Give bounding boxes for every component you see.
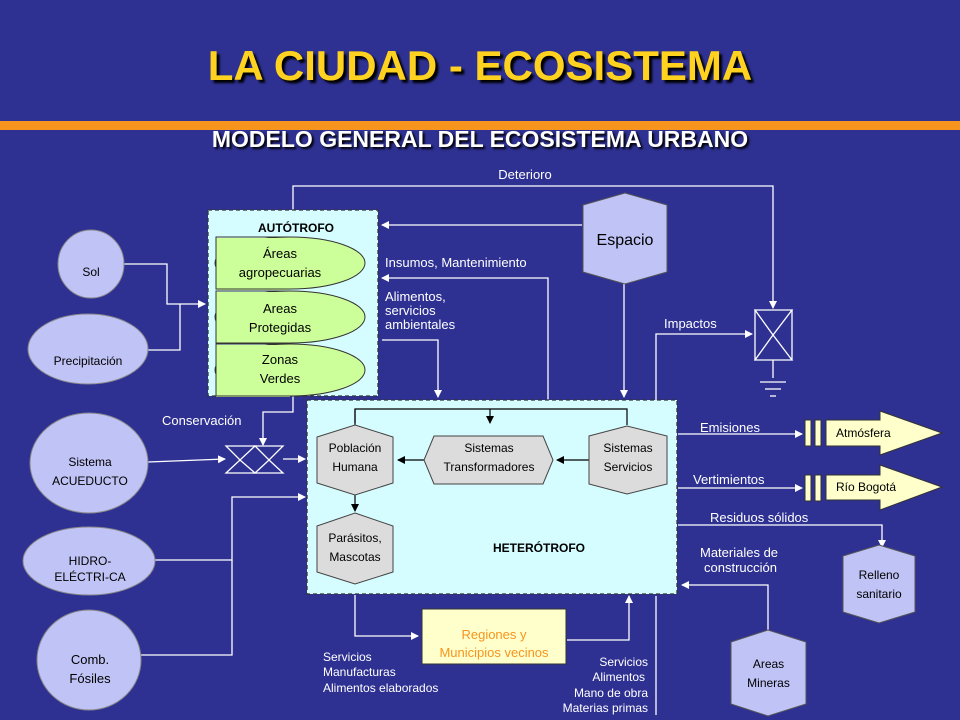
precipitacion-node [27, 313, 149, 385]
servicios-out-label-3: Alimentos elaborados [323, 681, 439, 695]
precipitacion-label: Precipitación [53, 354, 123, 368]
poblacion-node [316, 424, 394, 496]
comb-node [36, 609, 142, 711]
hidro-node [22, 526, 156, 596]
deterioro-line [292, 185, 777, 309]
servicios-in-label-4: Materias primas [562, 701, 648, 715]
page-title: LA CIUDAD - ECOSISTEMA [207, 42, 753, 89]
rio-label: Río Bogotá [836, 480, 897, 494]
mineras-label-2: Mineras [747, 676, 790, 690]
alimentos-arrow [382, 339, 442, 398]
sol-line [124, 263, 206, 308]
hidro-label-2: ELÉCTRI-CA [54, 570, 126, 584]
acueducto-label-1: Sistema [68, 455, 112, 469]
regiones-box [421, 608, 567, 665]
parasitos-label-1: Parásitos, [328, 531, 382, 545]
alimentos-label-2: servicios [385, 303, 436, 318]
protegidas-label-1: Areas [263, 301, 297, 316]
comb-line [140, 560, 233, 656]
protegidas-label-2: Protegidas [248, 320, 312, 335]
parasitos-node [316, 512, 394, 585]
servicios-label-1: Sistemas [603, 441, 653, 455]
transformadores-label-1: Sistemas [464, 441, 514, 455]
materiales-label-1: Materiales de [700, 545, 779, 560]
servicios-label-2: Servicios [603, 460, 653, 474]
transformadores-node [423, 435, 554, 485]
conservacion-arrow [259, 396, 294, 446]
servicios-node [588, 425, 668, 495]
acueducto-line [147, 455, 226, 464]
conservacion-label: Conservación [162, 413, 242, 428]
comb-label-1: Comb. [70, 652, 110, 667]
emisiones-label: Emisiones [700, 420, 760, 435]
insumos-label: Insumos, Mantenimiento [385, 255, 527, 270]
servicios-in-label-3: Mano de obra [573, 686, 648, 700]
materiales-arrow [681, 581, 769, 630]
sol-label: Sol [82, 265, 100, 279]
acueducto-valve [224, 445, 285, 474]
vertimientos-label: Vertimientos [693, 472, 765, 487]
espacio-label: Espacio [596, 232, 654, 249]
espacio-node [582, 192, 668, 285]
parasitos-label-2: Mascotas [329, 550, 381, 564]
hidro-line [155, 493, 306, 561]
impactos-arrow [655, 330, 753, 400]
acueducto-label-2: ACUEDUCTO [52, 474, 128, 488]
agropecuarias-label-2: agropecuarias [238, 265, 322, 280]
insumos-arrow [381, 274, 549, 400]
mineras-label-1: Areas [752, 657, 785, 671]
agropecuarias-label-1: Áreas [263, 246, 297, 261]
relleno-label-1: Relleno [858, 568, 900, 582]
verdes-label-1: Zonas [261, 352, 299, 367]
servicios-out-arrow [354, 595, 419, 640]
residuos-label: Residuos sólidos [710, 510, 809, 525]
autotrofo-title: AUTÓTROFO [258, 221, 334, 235]
impactos-valve [753, 309, 794, 397]
servicios-out-label-2: Manufacturas [323, 665, 396, 679]
regiones-label-1: Regiones y [461, 627, 527, 642]
heterotrofo-title: HETERÓTROFO [493, 541, 585, 555]
atmosfera-sink [804, 410, 944, 456]
poblacion-label-1: Población [328, 441, 382, 455]
impactos-label: Impactos [664, 316, 717, 331]
page-subtitle: MODELO GENERAL DEL ECOSISTEMA URBANO [211, 126, 749, 152]
transformadores-label-2: Transformadores [443, 460, 535, 474]
accent-bar [0, 121, 960, 130]
hidro-label-1: HIDRO- [68, 554, 112, 568]
verdes-label-2: Verdes [259, 371, 301, 386]
relleno-label-2: sanitario [856, 587, 902, 601]
alimentos-label-3: ambientales [385, 317, 456, 332]
servicios-in-label-2: Alimentos [592, 670, 645, 684]
servicios-in-arrow [567, 595, 633, 641]
sol-node [57, 229, 125, 299]
alimentos-label-1: Alimentos, [385, 289, 446, 304]
servicios-out-label-1: Servicios [323, 650, 372, 664]
deterioro-label: Deterioro [498, 167, 552, 182]
precipitacion-line [148, 304, 181, 351]
materiales-label-2: construcción [704, 560, 777, 575]
atmosfera-label: Atmósfera [836, 426, 891, 440]
regiones-label-2: Municipios vecinos [439, 645, 549, 660]
servicios-in-label-1: Servicios [599, 655, 648, 669]
rio-sink [804, 464, 944, 511]
comb-label-2: Fósiles [69, 671, 111, 686]
residuos-arrow [678, 524, 886, 548]
mineras-node [730, 629, 807, 717]
relleno-node [842, 544, 916, 624]
acueducto-node [29, 412, 149, 514]
poblacion-label-2: Humana [332, 460, 378, 474]
